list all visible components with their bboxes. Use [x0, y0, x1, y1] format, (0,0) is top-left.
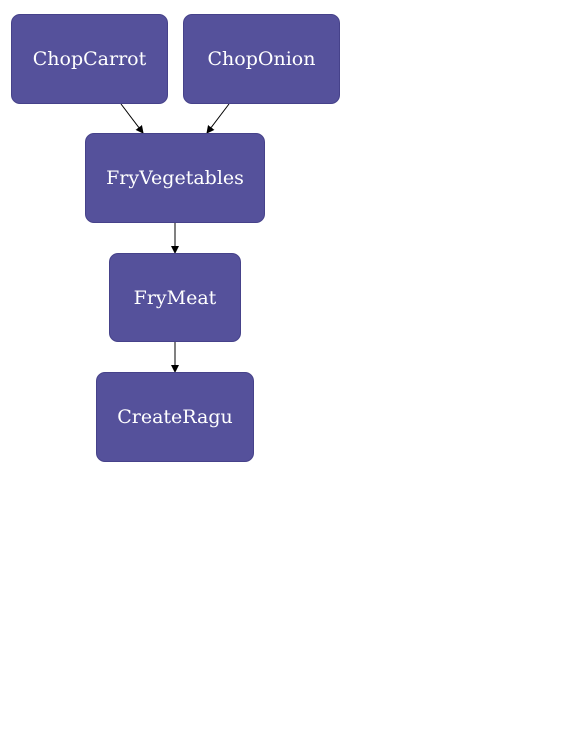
- node-label: FryMeat: [133, 286, 217, 309]
- node-label: ChopOnion: [207, 48, 316, 70]
- node-fry-vegetables[interactable]: FryVegetables: [85, 133, 265, 223]
- node-chop-carrot[interactable]: ChopCarrot: [11, 14, 168, 104]
- edge-chop-onion-to-fry-vegetables: [206, 103, 230, 134]
- edge-chop-carrot-to-fry-vegetables: [120, 103, 144, 134]
- node-label: ChopCarrot: [32, 48, 147, 70]
- node-chop-onion[interactable]: ChopOnion: [183, 14, 340, 104]
- node-fry-meat[interactable]: FryMeat: [109, 253, 241, 342]
- node-label: CreateRagu: [117, 406, 233, 428]
- node-label: FryVegetables: [106, 167, 244, 189]
- node-create-ragu[interactable]: CreateRagu: [96, 372, 254, 462]
